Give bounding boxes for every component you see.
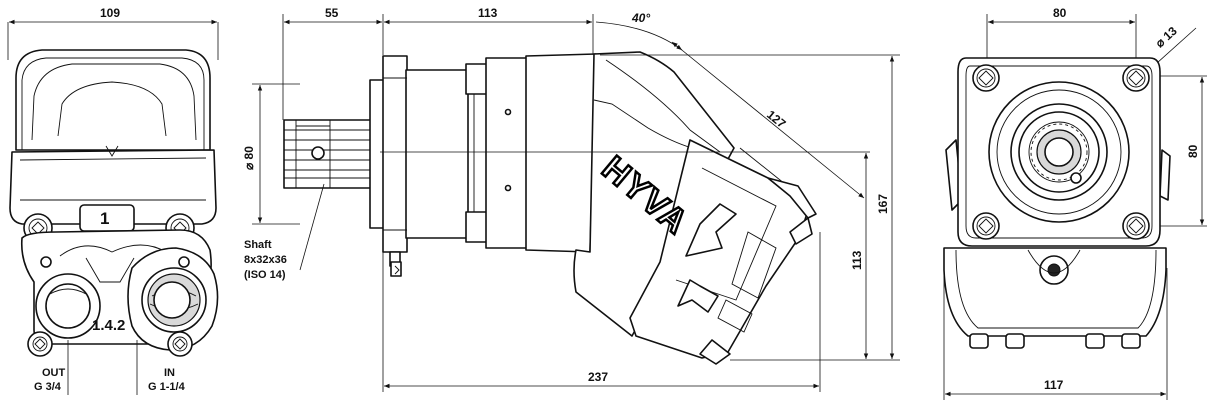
- flange-bolt-bl: [972, 212, 1000, 240]
- housing-lower: [9, 149, 217, 225]
- flange-bolt-tr: [1122, 64, 1150, 92]
- bolt-bottom-right: [167, 331, 193, 357]
- body-code: 1.4.2: [92, 317, 125, 334]
- dimension-80-top: 80: [986, 6, 1137, 62]
- flange-bolt-br: [1122, 212, 1150, 240]
- flange-bolt-tl: [972, 64, 1000, 92]
- port-number: 1: [100, 209, 109, 228]
- dimension-167: 167: [600, 54, 900, 361]
- shaft-bore: [988, 81, 1130, 223]
- out-label: OUT: [42, 367, 66, 379]
- side-view: 55 113 40° ⌀ 80: [242, 6, 900, 392]
- shaft-length-label: 55: [325, 6, 339, 20]
- dimension-109: 109: [7, 6, 219, 60]
- diameter-label: ⌀ 80: [242, 146, 256, 170]
- dimension-diameter: ⌀ 80: [242, 83, 300, 225]
- dimension-width-label: 109: [100, 6, 120, 20]
- bolt-bottom-left: [27, 331, 53, 357]
- shaft: [283, 119, 375, 189]
- dimension-80-right: 80: [1150, 75, 1207, 227]
- in-label: IN: [164, 367, 175, 379]
- dimension-angle: 40°: [595, 11, 683, 51]
- total-height-label: 167: [876, 194, 890, 214]
- right-view: 80 ⌀ 13 80: [943, 6, 1207, 400]
- in-thread: G 1-1/4: [148, 381, 186, 393]
- out-port: [35, 273, 101, 339]
- dimension-117: 117: [943, 268, 1168, 400]
- total-length-label: 237: [588, 370, 608, 384]
- diagonal-label: 127: [764, 107, 789, 131]
- dimension-113-vertical: 113: [380, 151, 870, 359]
- lower-height-label: 113: [850, 250, 864, 270]
- dimension-113-top: 113: [384, 6, 594, 55]
- angle-label: 40°: [631, 11, 650, 25]
- in-port: [127, 247, 219, 351]
- shaft-label: Shaft 8x32x36 (ISO 14): [244, 183, 325, 281]
- rear-housing: [943, 247, 1167, 337]
- flange-width-label: 80: [1053, 6, 1067, 20]
- flange-height-label: 80: [1186, 144, 1200, 158]
- dimension-55: 55: [282, 6, 384, 120]
- flange: [369, 55, 469, 277]
- total-width-label: 117: [1044, 378, 1064, 392]
- out-thread: G 3/4: [34, 381, 62, 393]
- shaft-title: Shaft: [244, 239, 272, 251]
- shaft-spec: 8x32x36: [244, 254, 287, 266]
- shaft-standard: (ISO 14): [244, 269, 286, 281]
- cylinder-body: HYVA: [573, 51, 817, 365]
- left-view: 109 1: [7, 6, 219, 395]
- housing-top: [15, 49, 211, 151]
- body-length-label: 113: [478, 6, 498, 20]
- dimension-237: 237: [382, 232, 821, 392]
- mid-housing: [465, 53, 597, 253]
